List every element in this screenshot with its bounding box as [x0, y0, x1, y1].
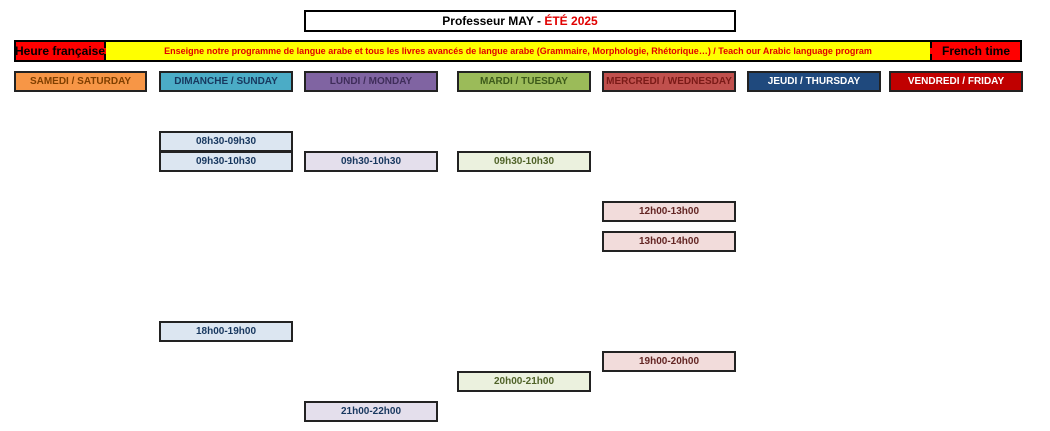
day-header-wednesday: MERCREDI / WEDNESDAY [602, 71, 736, 92]
title-main: Professeur MAY - [442, 14, 541, 28]
day-header-tuesday: MARDI / TUESDAY [457, 71, 591, 92]
monday-slot: 21h00-22h00 [304, 401, 438, 422]
wednesday-slot: 19h00-20h00 [602, 351, 736, 372]
day-header-thursday: JEUDI / THURSDAY [747, 71, 881, 92]
day-header-saturday: SAMEDI / SATURDAY [14, 71, 147, 92]
day-header-friday: VENDREDI / FRIDAY [889, 71, 1023, 92]
sunday-slot: 18h00-19h00 [159, 321, 293, 342]
tuesday-slot: 20h00-21h00 [457, 371, 591, 392]
info-banner: Heure française Enseigne notre programme… [14, 40, 1022, 62]
day-header-sunday: DIMANCHE / SUNDAY [159, 71, 293, 92]
banner-right-label: French time [930, 42, 1020, 60]
banner-text: Enseigne notre programme de langue arabe… [164, 46, 872, 56]
wednesday-slot: 13h00-14h00 [602, 231, 736, 252]
sunday-slot: 09h30-10h30 [159, 151, 293, 172]
title-season: ÉTÉ 2025 [544, 14, 598, 28]
wednesday-slot: 12h00-13h00 [602, 201, 736, 222]
tuesday-slot: 09h30-10h30 [457, 151, 591, 172]
sunday-slot: 08h30-09h30 [159, 131, 293, 152]
page-title: Professeur MAY - ÉTÉ 2025 [304, 10, 736, 32]
monday-slot: 09h30-10h30 [304, 151, 438, 172]
banner-left-label: Heure française [14, 42, 106, 60]
day-header-monday: LUNDI / MONDAY [304, 71, 438, 92]
